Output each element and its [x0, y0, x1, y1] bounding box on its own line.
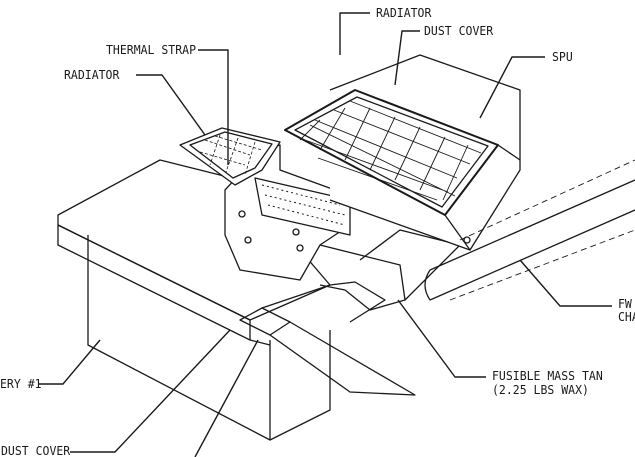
chassis-rail: [424, 159, 635, 301]
spu-unit: [284, 54, 521, 251]
label-spu: SPU: [552, 49, 573, 65]
label-fwd-chassis-1: FW: [618, 296, 632, 312]
label-radiator-left: RADIATOR: [64, 67, 120, 83]
dust-cover-strip: [239, 281, 416, 396]
battery-box: [57, 159, 331, 441]
label-battery: ERY #1: [0, 376, 42, 392]
label-fusible-mass-tank: FUSIBLE MASS TAN: [492, 368, 603, 384]
radiator-left: [179, 127, 281, 186]
thermal-strap-housing: [224, 144, 461, 311]
label-radiator-top: RADIATOR: [376, 5, 432, 21]
label-dust-cover-top: DUST COVER: [424, 23, 494, 39]
label-fwd-chassis-2: CHA: [618, 309, 635, 325]
label-thermal-strap: THERMAL STRAP: [106, 42, 197, 58]
leader-lines: [38, 12, 612, 457]
label-wax-amount: (2.25 LBS WAX): [492, 382, 589, 398]
label-dust-cover-bottom: DUST COVER: [1, 443, 71, 457]
